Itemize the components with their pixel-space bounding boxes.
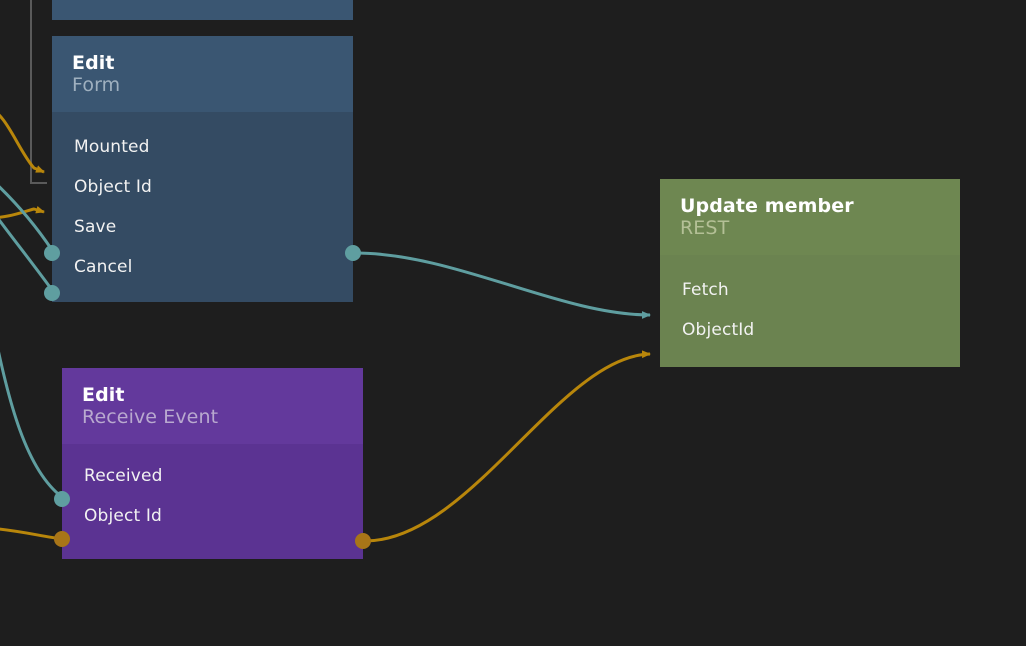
port-dot-save[interactable] [44, 245, 60, 261]
node-update-member-subtitle: REST [680, 217, 730, 240]
port-row-cancel[interactable]: Cancel [52, 247, 353, 287]
port-label-save: Save [74, 217, 117, 238]
node-update-member-header[interactable]: Update member REST [660, 179, 960, 256]
port-row-save[interactable]: Save [52, 207, 353, 247]
port-dot-cancel[interactable] [44, 285, 60, 301]
node-edit-receive-event-title: Edit [82, 384, 125, 406]
node-edit-form[interactable]: Edit Form Mounted Object Id Save Cancel [52, 36, 353, 330]
edge-save-to-fetch [354, 251, 651, 319]
node-clipped-top[interactable] [52, 0, 353, 20]
edge-in-objectid [0, 205, 45, 219]
port-row-fetch[interactable]: Fetch [660, 270, 960, 310]
port-row-received[interactable]: Received [62, 456, 363, 496]
edge-cancel-left [0, 218, 54, 291]
port-dot-receive-event-output[interactable] [355, 533, 371, 549]
port-row-object-id[interactable]: Object Id [52, 167, 353, 207]
node-update-member[interactable]: Update member REST Fetch ObjectId [660, 179, 960, 392]
node-edit-form-body: Mounted Object Id Save Cancel [52, 112, 353, 303]
port-label-received: Received [84, 466, 163, 487]
port-dot-received[interactable] [54, 491, 70, 507]
port-dot-edit-form-output[interactable] [345, 245, 361, 261]
port-label-cancel: Cancel [74, 257, 133, 278]
port-dot-receive-object-id[interactable] [54, 531, 70, 547]
node-edit-form-header[interactable]: Edit Form [52, 36, 353, 113]
edge-save-left [0, 185, 54, 251]
node-clipped-top-header [52, 0, 353, 20]
edge-in-mounted [0, 113, 45, 174]
port-label-object-id: Object Id [74, 177, 152, 198]
node-edit-receive-event[interactable]: Edit Receive Event Received Object Id [62, 368, 363, 581]
port-label-fetch: Fetch [682, 280, 729, 301]
port-label-receive-object-id: Object Id [84, 506, 162, 527]
node-edit-receive-event-subtitle: Receive Event [82, 406, 219, 429]
guide-elbow-line [30, 0, 47, 184]
node-edit-receive-event-body: Received Object Id [62, 444, 363, 560]
port-label-mounted: Mounted [74, 137, 150, 158]
edge-received-left [0, 351, 63, 499]
node-update-member-body: Fetch ObjectId [660, 255, 960, 368]
port-label-update-object-id: ObjectId [682, 320, 755, 341]
port-row-mounted[interactable]: Mounted [52, 127, 353, 167]
port-row-update-object-id[interactable]: ObjectId [660, 310, 960, 350]
edge-purple-objectid-left [0, 527, 63, 541]
node-edit-form-subtitle: Form [72, 74, 121, 97]
node-update-member-title: Update member [680, 195, 854, 217]
node-edit-receive-event-header[interactable]: Edit Receive Event [62, 368, 363, 445]
edge-objectid-to-objectid [364, 350, 651, 543]
node-edit-form-title: Edit [72, 52, 115, 74]
port-row-receive-object-id[interactable]: Object Id [62, 496, 363, 536]
